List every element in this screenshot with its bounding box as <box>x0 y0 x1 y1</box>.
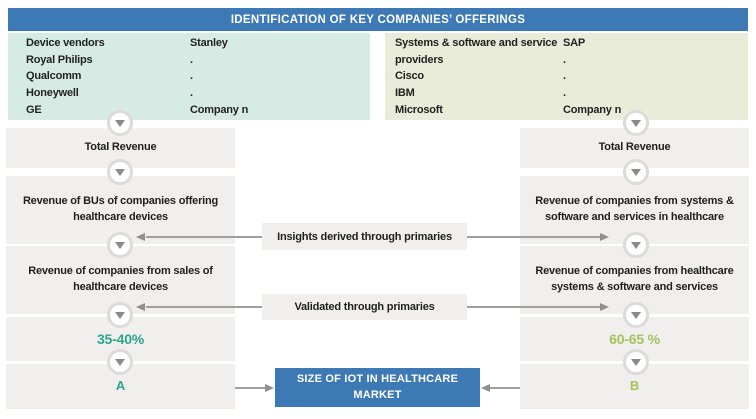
company-label: Honeywell <box>26 87 79 100</box>
connector-line <box>489 387 520 389</box>
right-step-systems-revenue: Revenue of companies from systems & soft… <box>520 176 749 244</box>
company-value: . <box>190 70 193 83</box>
company-value: . <box>190 87 193 100</box>
arrow-right-icon <box>265 384 274 392</box>
down-arrow-icon <box>107 232 133 258</box>
connector-line <box>146 306 262 308</box>
systems-providers-panel: Systems & software and service SAP provi… <box>385 33 748 120</box>
company-label: Qualcomm <box>26 70 82 83</box>
arrow-right-icon <box>600 233 609 241</box>
triangle-down-icon <box>631 242 641 249</box>
down-arrow-icon <box>623 232 649 258</box>
result-value: A <box>115 378 126 394</box>
market-size-label: SIZE OF IOT IN HEALTHCARE MARKET <box>296 372 459 401</box>
company-label: Microsoft <box>395 103 443 116</box>
share-value: 60-65 % <box>609 330 660 347</box>
arrow-left-icon <box>136 233 145 241</box>
panel-row: Microsoft Company n <box>385 101 748 118</box>
panel-row: Royal Philips . <box>8 52 370 69</box>
company-label: Cisco <box>395 70 424 83</box>
triangle-down-icon <box>631 359 641 366</box>
triangle-down-icon <box>631 120 641 127</box>
company-label: GE <box>26 103 42 116</box>
company-label: Royal Philips <box>26 53 93 66</box>
triangle-down-icon <box>115 312 125 319</box>
company-value: . <box>563 70 566 83</box>
triangle-down-icon <box>631 312 641 319</box>
company-value: Company n <box>563 103 622 116</box>
share-value: 35-40% <box>96 330 145 347</box>
down-arrow-icon <box>623 110 649 136</box>
callout-label: Insights derived through primaries <box>277 230 452 243</box>
company-label: IBM <box>395 87 415 100</box>
market-size-box: SIZE OF IOT IN HEALTHCARE MARKET <box>275 368 480 407</box>
validated-callout: Validated through primaries <box>262 294 467 320</box>
connector-line <box>146 236 262 238</box>
step-label: Total Revenue <box>598 141 671 154</box>
insights-callout: Insights derived through primaries <box>262 223 467 250</box>
connector-line <box>235 387 266 389</box>
left-share-percent: 35-40% <box>6 317 235 361</box>
company-value: Company n <box>190 103 249 116</box>
panel-row: GE Company n <box>8 101 370 118</box>
company-value: SAP <box>563 37 586 50</box>
company-value: . <box>563 53 566 66</box>
step-label: Revenue of companies from sales of healt… <box>28 265 213 293</box>
diagram-title-banner: IDENTIFICATION OF KEY COMPANIES’ OFFERIN… <box>8 8 748 31</box>
down-arrow-icon <box>623 349 649 375</box>
down-arrow-icon <box>107 159 133 185</box>
triangle-down-icon <box>115 120 125 127</box>
panel-row: Systems & software and service SAP <box>385 35 748 52</box>
down-arrow-icon <box>107 349 133 375</box>
step-label: Total Revenue <box>84 141 157 154</box>
panel-row: Honeywell . <box>8 85 370 102</box>
down-arrow-icon <box>107 110 133 136</box>
panel-row: Cisco . <box>385 68 748 85</box>
company-value: . <box>190 53 193 66</box>
callout-label: Validated through primaries <box>294 301 435 313</box>
triangle-down-icon <box>115 242 125 249</box>
down-arrow-icon <box>623 302 649 328</box>
diagram-title: IDENTIFICATION OF KEY COMPANIES’ OFFERIN… <box>230 13 526 26</box>
arrow-right-icon <box>600 303 609 311</box>
arrow-left-icon <box>481 384 490 392</box>
arrow-left-icon <box>136 303 145 311</box>
down-arrow-icon <box>623 159 649 185</box>
step-label: Revenue of companies from systems & soft… <box>535 195 734 223</box>
triangle-down-icon <box>631 169 641 176</box>
panel-row: IBM . <box>385 85 748 102</box>
panel-row: providers . <box>385 52 748 69</box>
company-label: Device vendors <box>26 37 105 50</box>
panel-row: Device vendors Stanley <box>8 35 370 52</box>
triangle-down-icon <box>115 359 125 366</box>
panel-row: Qualcomm . <box>8 68 370 85</box>
step-label: Revenue of companies from healthcare sys… <box>535 265 734 293</box>
triangle-down-icon <box>115 169 125 176</box>
connector-line <box>467 306 600 308</box>
down-arrow-icon <box>107 302 133 328</box>
company-value: Stanley <box>190 37 228 50</box>
connector-line <box>467 236 600 238</box>
step-label: Revenue of BUs of companies offering hea… <box>22 195 219 223</box>
company-value: . <box>563 87 566 100</box>
result-value: B <box>629 378 640 394</box>
company-label: Systems & software and service <box>395 37 558 50</box>
device-vendors-panel: Device vendors Stanley Royal Philips . Q… <box>8 33 370 120</box>
company-label: providers <box>395 53 444 66</box>
